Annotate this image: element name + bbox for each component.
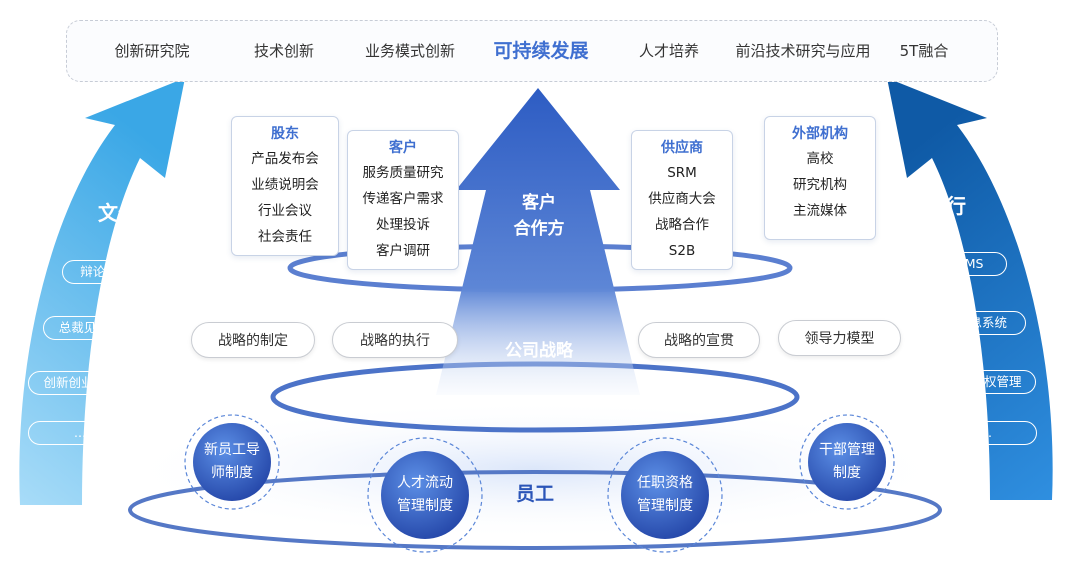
execution-item-kms: KMS: [933, 252, 1007, 276]
culture-arrow: [19, 78, 185, 505]
box-item: 客户调研: [376, 243, 430, 259]
box-title: 外部机构: [792, 126, 848, 142]
culture-item-debate: 辩论赛: [62, 260, 136, 284]
box-title: 客户: [389, 140, 417, 156]
top-item-talent: 人才培养: [638, 42, 700, 60]
circle-line: 任职资格: [637, 475, 693, 491]
center-arrow-line1: 客户: [522, 193, 556, 213]
circle-line: 干部管理: [819, 442, 875, 458]
box-item: 业绩说明会: [251, 177, 319, 193]
box-item: 主流媒体: [793, 203, 847, 219]
top-item-5t: 5T融合: [899, 42, 949, 60]
pill-strategy-promotion: 战略的宣贯: [638, 322, 760, 358]
execution-item-ip-management: 知识产权管理: [932, 370, 1036, 394]
execution-arrow: [887, 78, 1053, 500]
center-arrow-label: 客户 合作方: [514, 190, 565, 242]
box-item: 行业会议: [258, 203, 312, 219]
box-suppliers: 供应商 SRM 供应商大会 战略合作 S2B: [631, 130, 733, 270]
pill-leadership-model: 领导力模型: [778, 320, 901, 356]
box-item: 高校: [806, 151, 834, 167]
top-item-tech-innovation: 技术创新: [253, 42, 315, 60]
pill-strategy-execution: 战略的执行: [332, 322, 458, 358]
circle-new-employee-mentor: 新员工导 师制度: [204, 439, 260, 485]
box-item: 研究机构: [793, 177, 847, 193]
execution-item-info-system: 信息系统: [938, 311, 1026, 335]
execution-item-more: ...: [935, 421, 1037, 445]
box-item: SRM: [667, 165, 697, 181]
circle-talent-mobility: 人才流动 管理制度: [397, 472, 453, 518]
box-item: 战略合作: [655, 217, 709, 233]
top-item-innovation-institute: 创新研究院: [114, 42, 190, 60]
box-item: 产品发布会: [251, 151, 319, 167]
box-item: 处理投诉: [376, 217, 430, 233]
top-item-sustainable-development: 可持续发展: [493, 40, 589, 62]
circle-cadre-management: 干部管理 制度: [819, 439, 875, 485]
employee-label: 员工: [516, 483, 555, 505]
circle-line: 管理制度: [397, 498, 453, 514]
execution-title: 执行: [926, 194, 966, 218]
box-item: 传递客户需求: [362, 191, 444, 207]
circle-line: 制度: [833, 465, 861, 481]
box-title: 供应商: [661, 140, 703, 156]
box-item: S2B: [668, 243, 696, 259]
culture-item-more: ...: [28, 421, 132, 445]
circle-line: 师制度: [211, 465, 253, 481]
culture-item-ceo-meeting: 总裁见面会: [43, 316, 137, 340]
circle-line: 人才流动: [397, 475, 453, 491]
center-arrow: [436, 88, 640, 395]
pill-strategy-formulation: 战略的制定: [191, 322, 315, 358]
box-shareholders: 股东 产品发布会 业绩说明会 行业会议 社会责任: [231, 116, 339, 256]
box-item: 供应商大会: [648, 191, 716, 207]
top-item-frontier-tech: 前沿技术研究与应用: [735, 42, 871, 60]
top-bar: [66, 20, 998, 82]
box-item: 服务质量研究: [362, 165, 444, 181]
center-arrow-line2: 合作方: [513, 219, 565, 239]
circle-line: 管理制度: [637, 498, 693, 514]
circle-line: 新员工导: [204, 442, 260, 458]
circle-qualification: 任职资格 管理制度: [637, 472, 693, 518]
box-external-institutions: 外部机构 高校 研究机构 主流媒体: [764, 116, 876, 240]
employee-circles: [184, 414, 895, 553]
company-strategy-label: 公司战略: [505, 341, 573, 361]
box-item: 社会责任: [258, 229, 312, 245]
top-item-business-model: 业务模式创新: [364, 42, 456, 60]
box-title: 股东: [271, 126, 299, 142]
culture-item-innovation-contest: 创新创业大赛: [28, 371, 134, 395]
box-customers: 客户 服务质量研究 传递客户需求 处理投诉 客户调研: [347, 130, 459, 270]
ring-bottom: [128, 470, 942, 550]
culture-title: 文化: [98, 201, 138, 225]
